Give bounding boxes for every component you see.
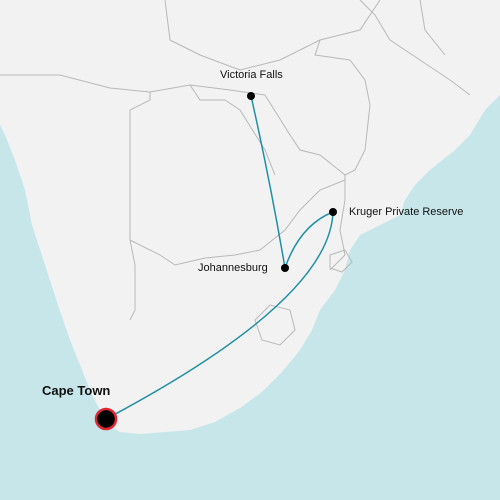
border-botswana-north (189, 84, 276, 176)
land-mass (0, 0, 500, 434)
border-namibia-east (129, 92, 151, 266)
marker-victoria-falls[interactable] (247, 92, 255, 100)
label-victoria-falls: Victoria Falls (220, 69, 283, 81)
label-johannesburg: Johannesburg (198, 262, 268, 274)
route-segment-victoria-falls-to-johannesburg (250, 95, 286, 269)
border-zimbabwe-north (264, 94, 346, 176)
label-kruger-private-reserve: Kruger Private Reserve (349, 206, 464, 218)
marker-johannesburg[interactable] (281, 264, 289, 272)
border-mozambique-north (344, 104, 371, 176)
location-markers (94, 92, 337, 431)
marker-cape-town[interactable] (94, 407, 118, 431)
route-segment-kruger-to-cape-town (105, 211, 334, 420)
route-segment-johannesburg-to-kruger (284, 211, 334, 269)
marker-kruger[interactable] (329, 208, 337, 216)
border-namibia-south (129, 265, 136, 321)
border-drc (164, 0, 241, 71)
border-kenya (419, 0, 446, 56)
border-tanzania (359, 0, 471, 96)
country-borders (0, 0, 471, 346)
route-lines (105, 95, 334, 420)
border-mozambique (329, 175, 346, 271)
border-malawi (314, 39, 371, 106)
label-cape-town: Cape Town (42, 383, 111, 398)
border-eswatini (329, 249, 353, 273)
border-lesotho (254, 304, 296, 346)
border-botswana-south (129, 179, 346, 266)
